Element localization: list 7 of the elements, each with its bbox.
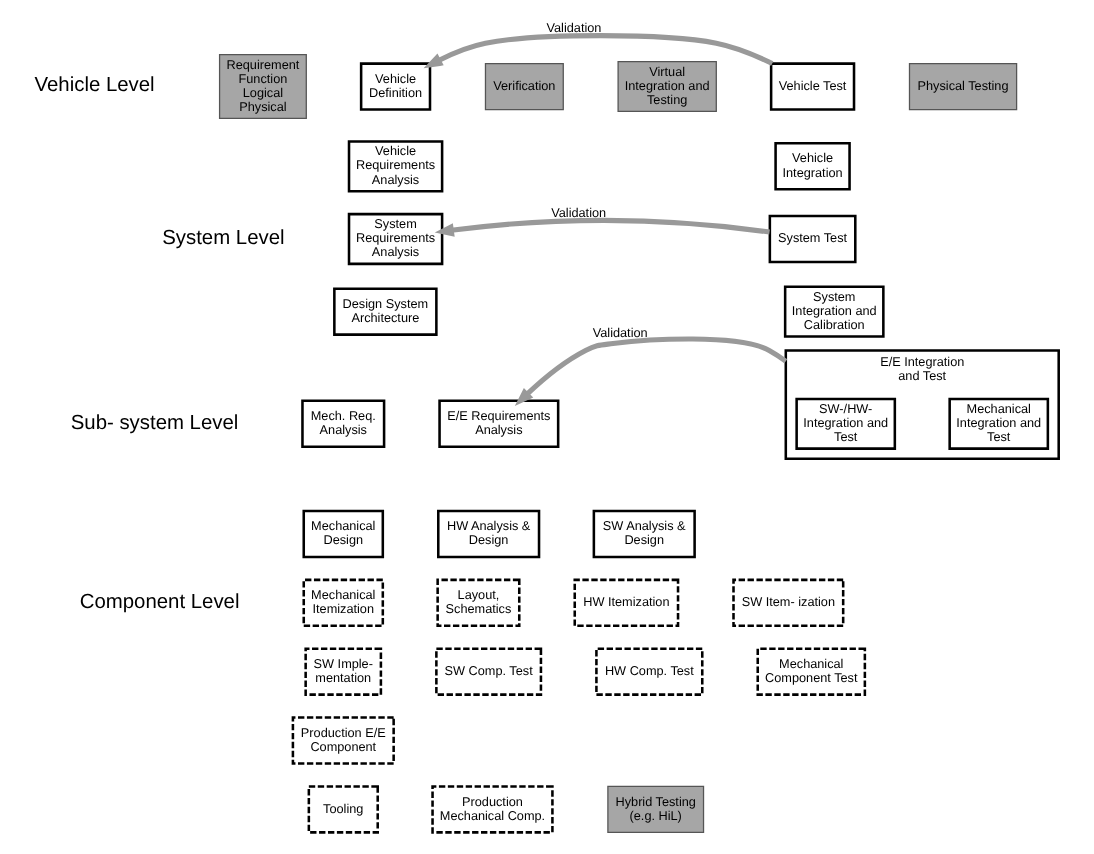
arrow xyxy=(434,217,770,237)
arrow xyxy=(423,33,774,69)
label: System Level xyxy=(162,227,285,250)
label: Sub- system Level xyxy=(70,412,239,435)
label: Vehicle Level xyxy=(34,75,155,98)
arrow xyxy=(514,336,788,407)
label: Component Level xyxy=(79,591,240,614)
